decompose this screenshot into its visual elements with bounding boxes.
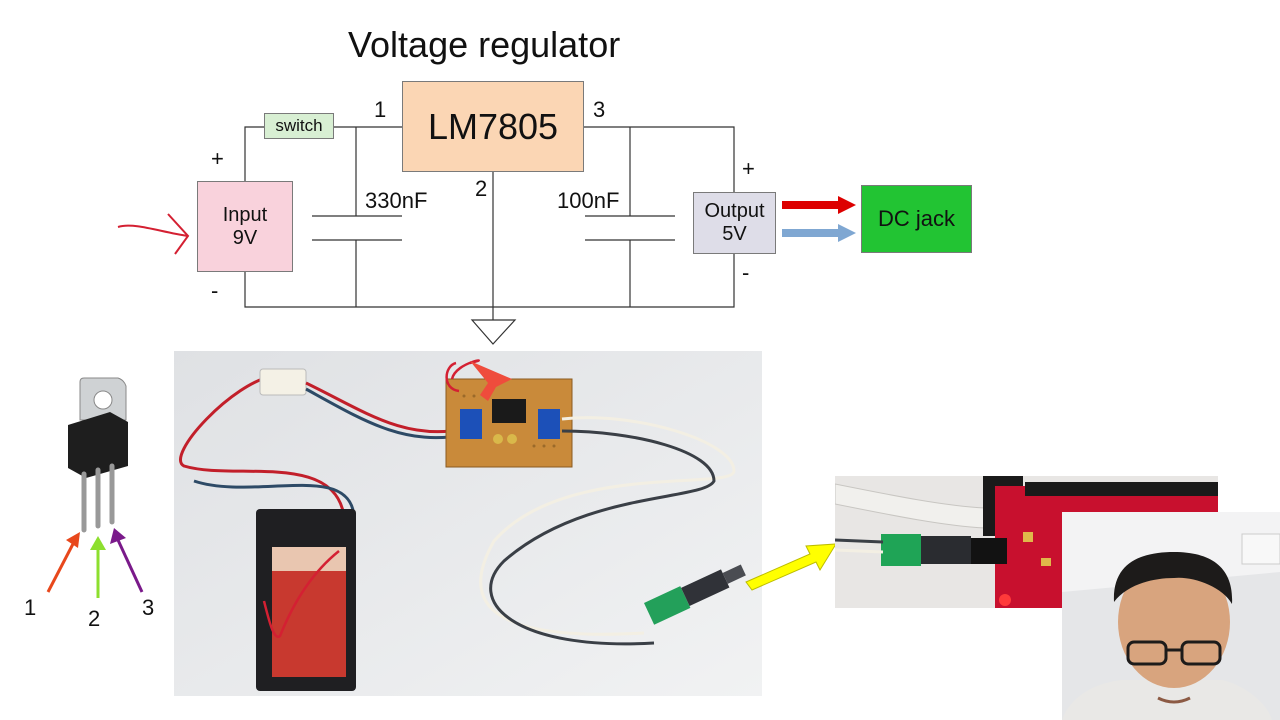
- glasses-icon: [1126, 640, 1222, 666]
- input-label: Input: [222, 203, 268, 226]
- input-plus-label: +: [211, 146, 224, 171]
- switch-box: switch: [264, 113, 334, 139]
- to220-pinout: [46, 377, 144, 598]
- pinout-label-1: 1: [24, 595, 37, 620]
- output-box: Output 5V: [693, 192, 776, 254]
- pin-3-label: 3: [593, 97, 606, 122]
- regulator-box: LM7805: [402, 81, 584, 172]
- dc-jack-label: DC jack: [877, 206, 955, 231]
- dc-jack-box: DC jack: [861, 185, 972, 253]
- input-minus-label: -: [211, 278, 219, 303]
- output-label: Output: [704, 200, 765, 222]
- input-voltage: 9V: [232, 226, 258, 249]
- hand-drawn-input-arrow: [117, 213, 190, 255]
- circuit-photo: [174, 351, 762, 696]
- pinout-label-3: 3: [142, 595, 155, 620]
- cap-out-label: 100nF: [557, 188, 620, 213]
- output-plus-label: +: [742, 156, 755, 181]
- output-arrows: [782, 196, 856, 242]
- slide-title: Voltage regulator: [348, 24, 621, 65]
- switch-label: switch: [275, 116, 323, 135]
- cap-in-label: 330nF: [365, 188, 428, 213]
- circuit-photo-drawing: [174, 351, 762, 696]
- webcam-drawing: [1062, 512, 1280, 720]
- pin-1-label: 1: [374, 97, 387, 122]
- regulator-label: LM7805: [427, 105, 559, 147]
- output-minus-label: -: [742, 260, 750, 285]
- output-voltage: 5V: [722, 223, 747, 245]
- yellow-arrow: [745, 543, 837, 591]
- pinout-label-2: 2: [88, 606, 101, 631]
- webcam-overlay: [1062, 512, 1280, 720]
- pin-2-label: 2: [475, 176, 488, 201]
- input-box: Input 9V: [197, 181, 293, 272]
